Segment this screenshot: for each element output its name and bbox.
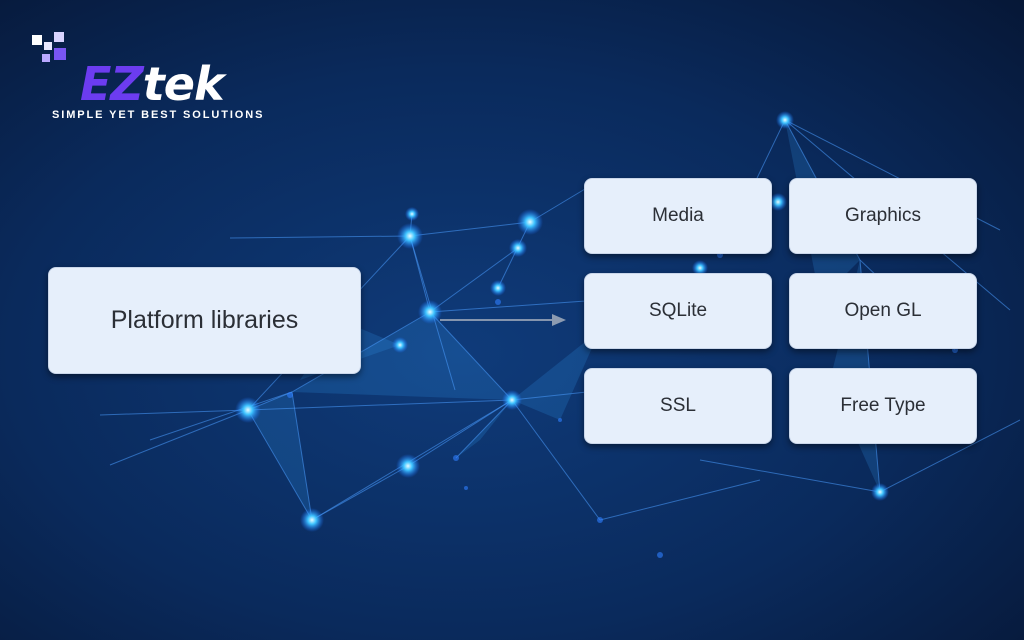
pixel-mark-icon [32,32,66,62]
library-box-ssl: SSL [584,368,772,444]
library-box-freetype: Free Type [789,368,977,444]
eztek-logo: EZtek SIMPLE YET BEST SOLUTIONS [30,30,320,130]
library-box-sqlite: SQLite [584,273,772,349]
platform-libraries-box: Platform libraries [48,267,361,374]
logo-tek: tek [142,57,225,111]
library-box-opengl: Open GL [789,273,977,349]
library-label: SQLite [648,300,708,321]
library-label: Open GL [844,300,922,321]
logo-wordmark: EZtek [80,57,225,111]
library-label: Graphics [844,205,922,226]
library-label: Free Type [840,395,926,416]
library-box-graphics: Graphics [789,178,977,254]
logo-tagline: SIMPLE YET BEST SOLUTIONS [52,109,265,121]
connector-arrow [440,314,566,326]
platform-libraries-label: Platform libraries [110,306,299,334]
logo-ez: EZ [80,57,144,111]
library-label: SSL [660,395,696,416]
library-label: Media [652,205,704,226]
library-box-media: Media [584,178,772,254]
